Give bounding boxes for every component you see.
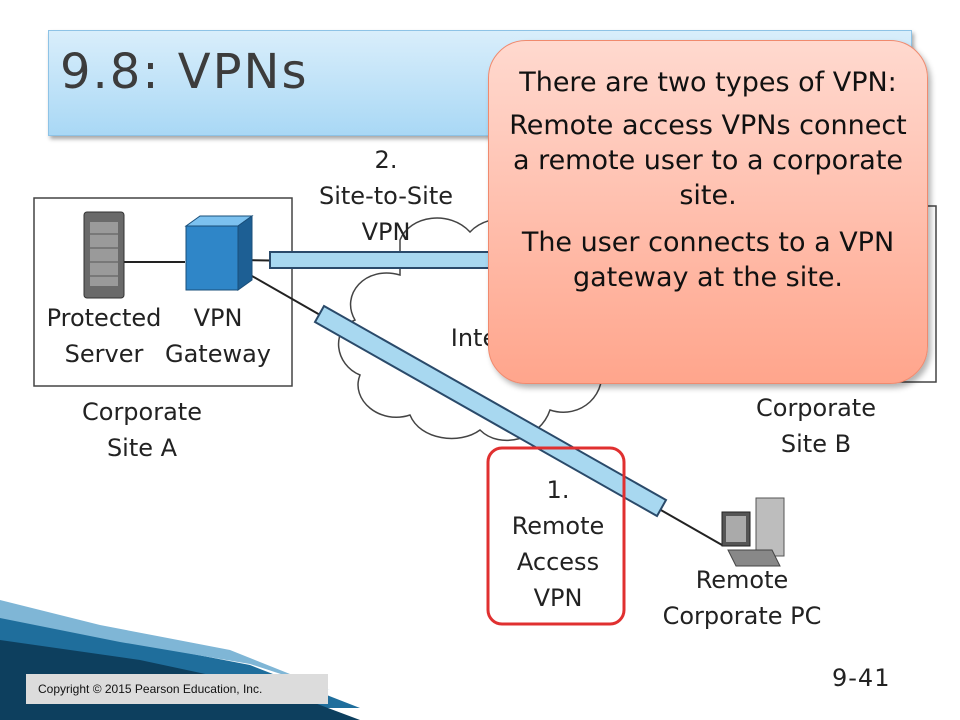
site-a-label-2: Site A <box>107 434 178 462</box>
remote-access-label-3: Access <box>517 548 599 576</box>
remote-access-label-1: 1. <box>547 476 570 504</box>
remote-pc-label-1: Remote <box>696 566 789 594</box>
site-a-label-1: Corporate <box>82 398 202 426</box>
vpn-gateway-icon <box>184 215 254 291</box>
protected-server-label-2: Server <box>65 340 144 368</box>
vpn-gateway-label-2: Gateway <box>165 340 271 368</box>
page-number: 9-41 <box>832 664 891 692</box>
copyright-notice: Copyright © 2015 Pearson Education, Inc. <box>26 674 328 704</box>
callout-point-1: Remote access VPNs connect a remote user… <box>509 110 907 211</box>
vpn-gateway-label-1: VPN <box>194 304 243 332</box>
remote-access-label-2: Remote <box>512 512 605 540</box>
site-to-site-label-2: Site-to-Site <box>319 182 453 210</box>
site-b-label-2: Site B <box>781 430 851 458</box>
site-to-site-label-1: 2. <box>375 146 398 174</box>
callout-intro: There are two types of VPN: <box>519 67 897 98</box>
callout-point-2: The user connects to a VPN gateway at th… <box>521 227 895 293</box>
slide-title: 9.8: VPNs <box>60 44 309 100</box>
remote-pc-icon <box>721 497 785 567</box>
remote-access-highlight <box>486 446 626 626</box>
remote-access-label-4: VPN <box>534 584 583 612</box>
site-b-label-1: Corporate <box>756 394 876 422</box>
protected-server-label-1: Protected <box>47 304 162 332</box>
site-to-site-label-3: VPN <box>362 218 411 246</box>
remote-pc-label-2: Corporate PC <box>663 602 822 630</box>
vpn-types-callout: There are two types of VPN: Remote acces… <box>488 40 928 384</box>
server-icon <box>83 211 125 299</box>
remote-access-tunnel <box>313 304 668 518</box>
